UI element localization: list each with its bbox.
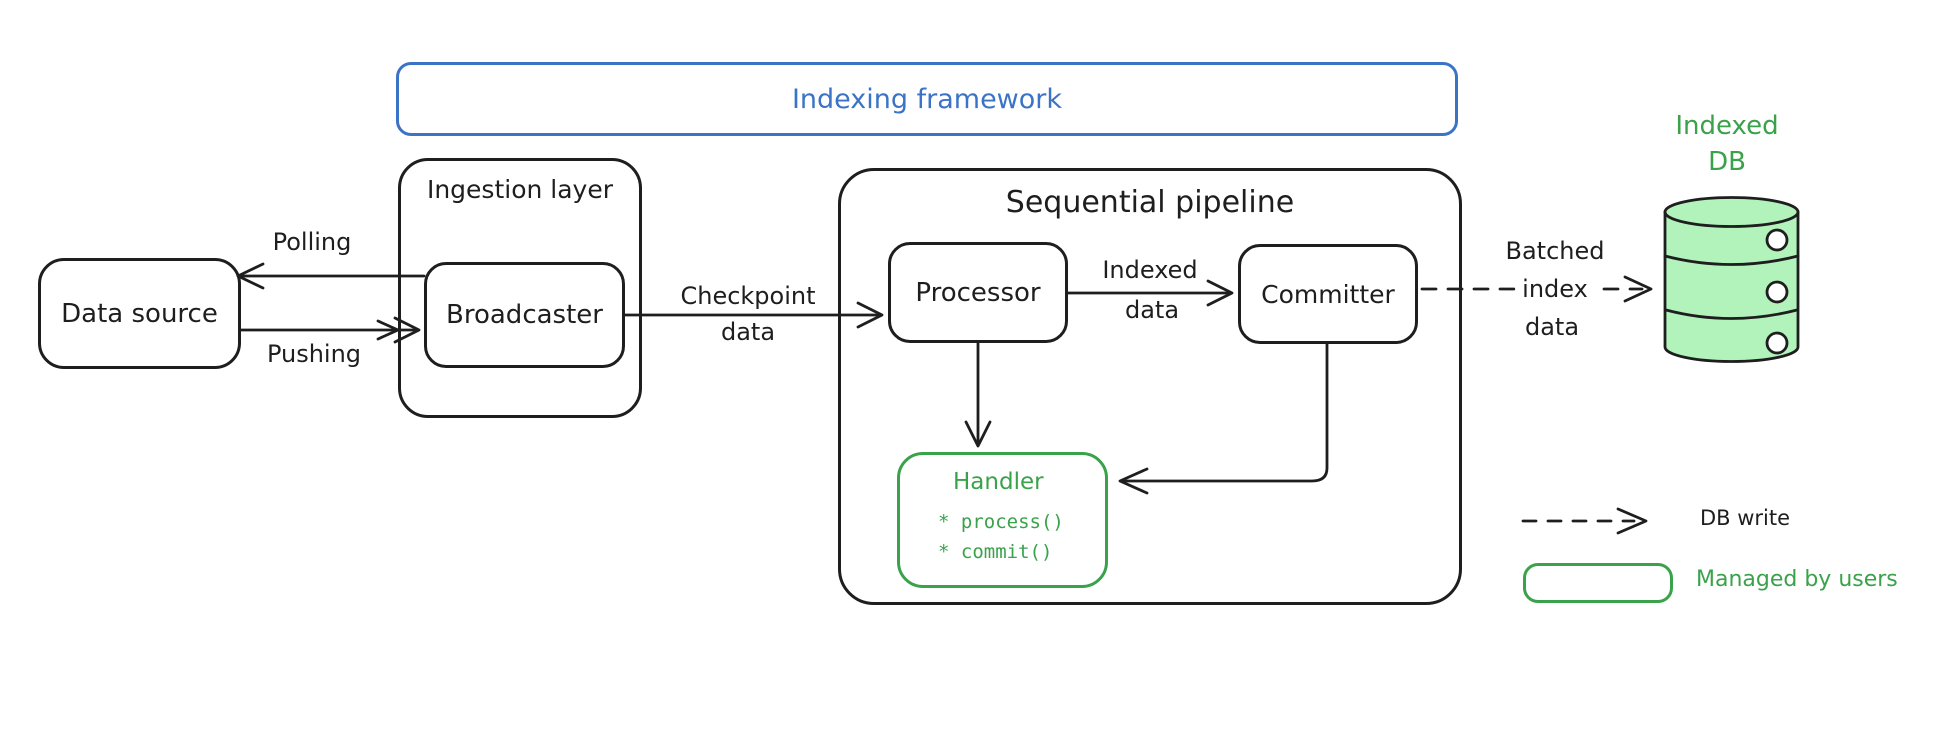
indexed-db-label-line1: Indexed xyxy=(1675,111,1779,141)
broadcaster-label: Broadcaster xyxy=(446,300,603,330)
indexed-data-label-line2: data xyxy=(1124,296,1180,324)
sequential-pipeline-label: Sequential pipeline xyxy=(1005,185,1295,220)
pushing-arrow xyxy=(239,316,421,344)
committer-box: Committer xyxy=(1238,244,1418,344)
broadcaster-box: Broadcaster xyxy=(424,262,625,368)
database-icon xyxy=(1663,196,1800,363)
handler-label: Handler xyxy=(953,469,1044,495)
checkpoint-data-label-line2: data xyxy=(720,318,776,346)
polling-label: Polling xyxy=(272,228,352,256)
ingestion-layer-label: Ingestion layer xyxy=(426,175,614,204)
indexed-db-label-line2: DB xyxy=(1708,147,1746,177)
legend-managed-label: Managed by users xyxy=(1696,567,1898,592)
indexed-data-label-line1: Indexed xyxy=(1102,256,1198,284)
handler-method-process: * process() xyxy=(938,511,1064,533)
batched-index-data-label-line1: Batched xyxy=(1505,237,1605,265)
data-source-label: Data source xyxy=(61,298,218,329)
legend-managed-box xyxy=(1523,563,1673,603)
data-source-box: Data source xyxy=(38,258,241,369)
legend-db-write-label: DB write xyxy=(1700,506,1791,530)
processor-box: Processor xyxy=(888,242,1068,343)
committer-label: Committer xyxy=(1261,279,1395,309)
indexing-framework-label: Indexing framework xyxy=(791,83,1063,115)
handler-box: Handler * process() * commit() xyxy=(897,452,1108,588)
indexing-framework-frame: Indexing framework xyxy=(396,62,1458,136)
checkpoint-data-label-line1: Checkpoint xyxy=(680,282,816,310)
handler-method-commit: * commit() xyxy=(938,541,1053,563)
batched-index-data-label-line2: index xyxy=(1515,275,1595,303)
db-write-arrow-icon xyxy=(1521,507,1648,535)
batched-index-data-label-line3: data xyxy=(1524,313,1580,341)
indexed-db-label: Indexed DB xyxy=(1675,108,1778,180)
pushing-label: Pushing xyxy=(266,340,362,368)
processor-label: Processor xyxy=(915,277,1041,308)
polling-arrow xyxy=(236,262,426,290)
